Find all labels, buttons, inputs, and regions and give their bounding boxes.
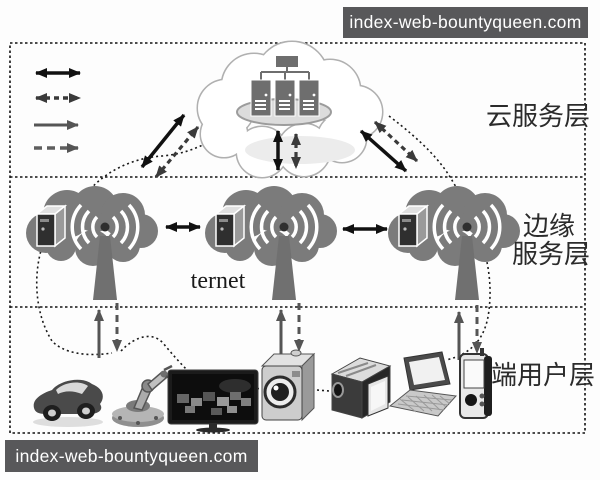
user-layer-label: 端用户层 <box>491 361 595 390</box>
antenna-icon <box>93 236 117 300</box>
antenna-icon <box>455 236 479 300</box>
wifi-signal-icon <box>249 203 319 251</box>
wifi-signal-icon <box>70 203 140 251</box>
laptop-icon <box>388 351 458 417</box>
dotted-curve-left-cloud-to-userlayer <box>35 246 113 356</box>
phone-icon <box>459 348 492 419</box>
dotted-link-camera-camcorder <box>316 389 330 392</box>
edge-user-arrows <box>94 303 482 360</box>
edge-server-icon <box>34 204 68 248</box>
antenna-head-icon <box>279 222 289 232</box>
tv-icon <box>167 369 259 433</box>
camera-icon <box>260 349 316 422</box>
camcorder-icon <box>330 357 392 419</box>
legend <box>34 68 81 153</box>
device-camera <box>260 349 316 422</box>
device-camcorder <box>330 357 392 419</box>
edge-node-2 <box>205 186 337 300</box>
watermark-bottom-text: index-web-bountyqueen.com <box>15 445 248 466</box>
switch-box-icon <box>276 56 298 67</box>
edge-node-1 <box>26 186 158 300</box>
antenna-head-icon <box>100 222 110 232</box>
device-smart-tv <box>167 369 259 433</box>
cloud-edge-arrows <box>140 113 419 179</box>
watermark-bottom: index-web-bountyqueen.com <box>5 440 258 472</box>
antenna-icon <box>272 236 296 300</box>
watermark-top-text: index-web-bountyqueen.com <box>349 12 582 32</box>
device-handheld-phone <box>459 348 492 419</box>
car-icon <box>33 379 103 427</box>
left-diagonal-dashed-arrow <box>154 125 200 179</box>
network-tree-icon <box>260 67 310 80</box>
cloud-layer-label: 云服务层 <box>486 102 590 131</box>
wifi-signal-icon <box>432 203 502 251</box>
device-car <box>33 379 103 427</box>
network-label: ternet <box>191 268 246 294</box>
edge-server-icon <box>213 204 247 248</box>
server-rack-icon <box>250 79 320 117</box>
edge-node-3 <box>388 186 520 300</box>
device-robot-arm <box>112 364 175 427</box>
cloud-data-center <box>196 40 384 179</box>
antenna-head-icon <box>462 222 472 232</box>
robot-arm-icon <box>112 364 175 427</box>
edge-server-icon <box>396 204 430 248</box>
edge-layer-label-line1: 边缘 <box>523 212 575 241</box>
edge-layer-label-line2: 服务层 <box>512 240 590 269</box>
device-laptop <box>388 351 458 417</box>
right-diagonal-dashed-arrow <box>373 120 419 163</box>
watermark-top: index-web-bountyqueen.com <box>343 7 588 38</box>
dotted-curve-to-tv <box>120 335 191 374</box>
left-diagonal-solid-arrow <box>140 113 186 169</box>
cloud-shading <box>245 136 355 164</box>
right-diagonal-solid-arrow <box>359 129 408 173</box>
